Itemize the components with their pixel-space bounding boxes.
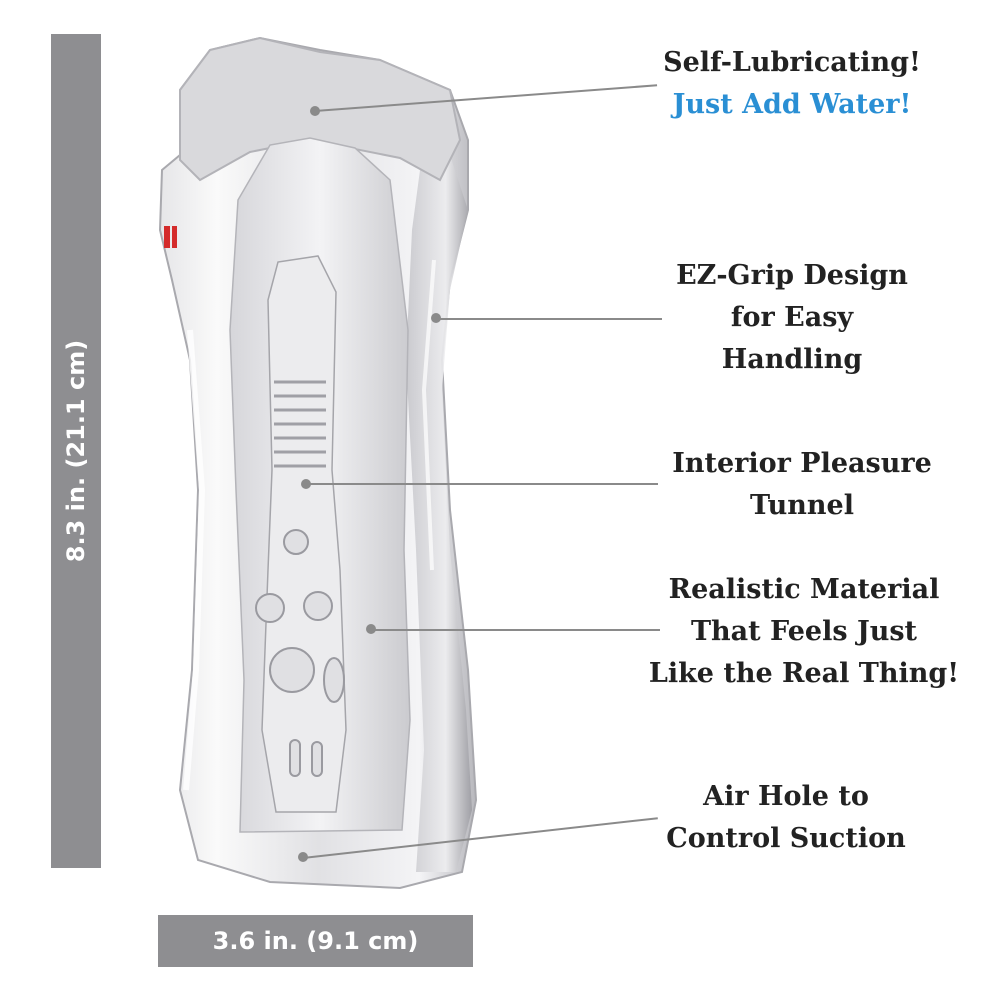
callout-line-grip xyxy=(436,318,662,320)
callout-dot-grip xyxy=(431,313,441,323)
feature-line: EZ-Grip Design xyxy=(676,260,908,291)
feature-line: That Feels Just xyxy=(690,616,918,647)
product-image xyxy=(158,36,478,890)
height-dimension-label: 8.3 in. (21.1 cm) xyxy=(62,339,90,563)
feature-realistic-material: Realistic Material That Feels Just Like … xyxy=(649,569,959,695)
feature-line: Air Hole to xyxy=(703,781,869,812)
feature-air-hole: Air Hole to Control Suction xyxy=(666,776,905,860)
feature-line-accent: Just Add Water! xyxy=(672,89,912,120)
feature-line: Self-Lubricating! xyxy=(663,47,921,78)
feature-line: Control Suction xyxy=(666,823,906,854)
width-dimension-bar: 3.6 in. (9.1 cm) xyxy=(158,915,473,967)
feature-self-lubricating: Self-Lubricating! Just Add Water! xyxy=(663,42,921,126)
callout-dot-material xyxy=(366,624,376,634)
height-dimension-bar xyxy=(51,34,101,868)
feature-line: for Easy xyxy=(730,302,854,333)
feature-line: Realistic Material xyxy=(668,574,940,605)
feature-ez-grip: EZ-Grip Design for Easy Handling xyxy=(676,255,908,381)
feature-line: Like the Real Thing! xyxy=(648,658,960,689)
feature-line: Interior Pleasure xyxy=(672,448,932,479)
callout-dot-air-hole xyxy=(298,852,308,862)
feature-line: Handling xyxy=(721,344,863,375)
callout-line-tunnel xyxy=(306,483,658,485)
width-dimension-label: 3.6 in. (9.1 cm) xyxy=(212,927,419,955)
callout-line-material xyxy=(371,629,660,631)
feature-line: Tunnel xyxy=(750,490,854,521)
callout-dot-lubricating xyxy=(310,106,320,116)
feature-pleasure-tunnel: Interior Pleasure Tunnel xyxy=(672,443,932,527)
callout-dot-tunnel xyxy=(301,479,311,489)
